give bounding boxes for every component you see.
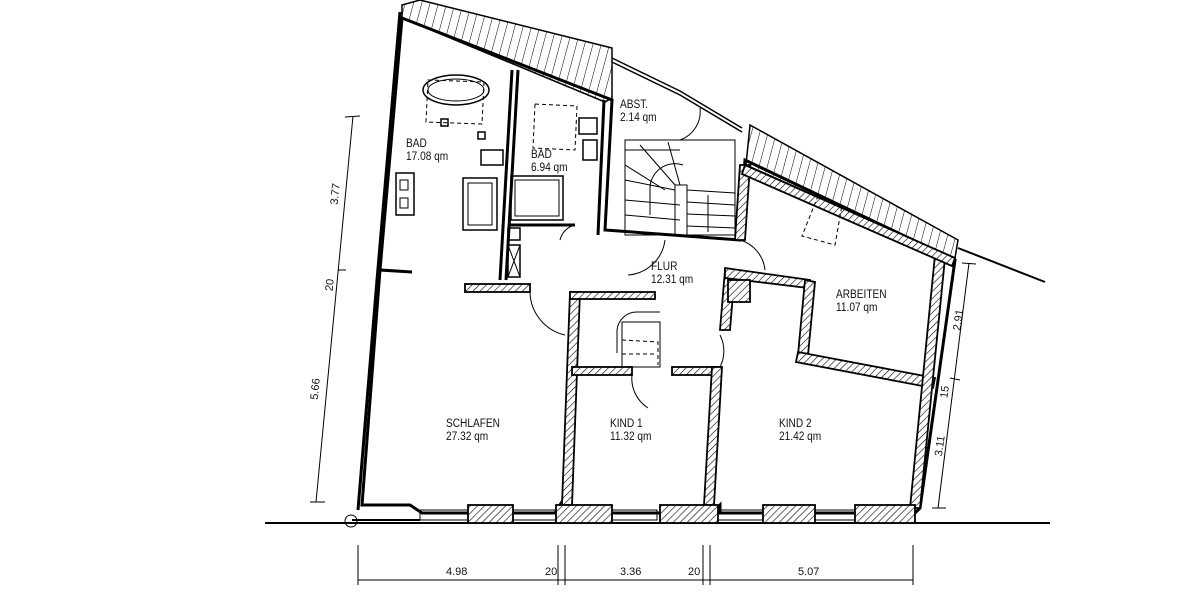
door-swings	[529, 107, 766, 409]
room-name: FLUR	[651, 261, 678, 273]
staircase	[616, 139, 736, 368]
room-area: 6.94 qm	[531, 162, 568, 174]
room-name: BAD	[406, 138, 427, 150]
dimension-lines	[310, 115, 977, 585]
dim-left-lower: 5.66	[308, 377, 323, 401]
room-area: 2.14 qm	[620, 112, 657, 124]
dim-left-upper: 3.77	[328, 182, 343, 206]
room-name: ABST.	[620, 99, 649, 111]
skylight	[801, 195, 843, 246]
dim-bottom-3: 3.36	[620, 566, 642, 578]
dim-bottom-5: 5.07	[798, 566, 820, 578]
room-area: 12.31 qm	[651, 274, 694, 286]
dim-right-wall: 15	[938, 385, 952, 399]
room-area: 11.07 qm	[836, 302, 878, 314]
room-name: KIND 2	[779, 418, 812, 430]
facade-windows	[344, 504, 916, 528]
room-area: 27.32 qm	[446, 431, 489, 443]
room-name: ARBEITEN	[836, 289, 887, 301]
room-area: 21.42 qm	[779, 431, 822, 443]
interior-walls	[379, 69, 957, 509]
room-name: SCHLAFEN	[446, 418, 500, 430]
room-abst: ABST.2.14 qm	[620, 99, 657, 125]
roof-terrace-right	[611, 57, 1046, 283]
dim-bottom-4: 20	[688, 566, 701, 578]
bath-fixtures	[395, 74, 598, 278]
room-name: KIND 1	[610, 418, 643, 430]
room-area: 17.08 qm	[406, 151, 449, 163]
dim-bottom-1: 4.98	[446, 566, 468, 578]
dim-bottom-2: 20	[545, 566, 558, 578]
dim-left-wall: 20	[323, 278, 337, 292]
room-name: BAD	[531, 149, 552, 161]
room-area: 11.32 qm	[610, 431, 652, 443]
